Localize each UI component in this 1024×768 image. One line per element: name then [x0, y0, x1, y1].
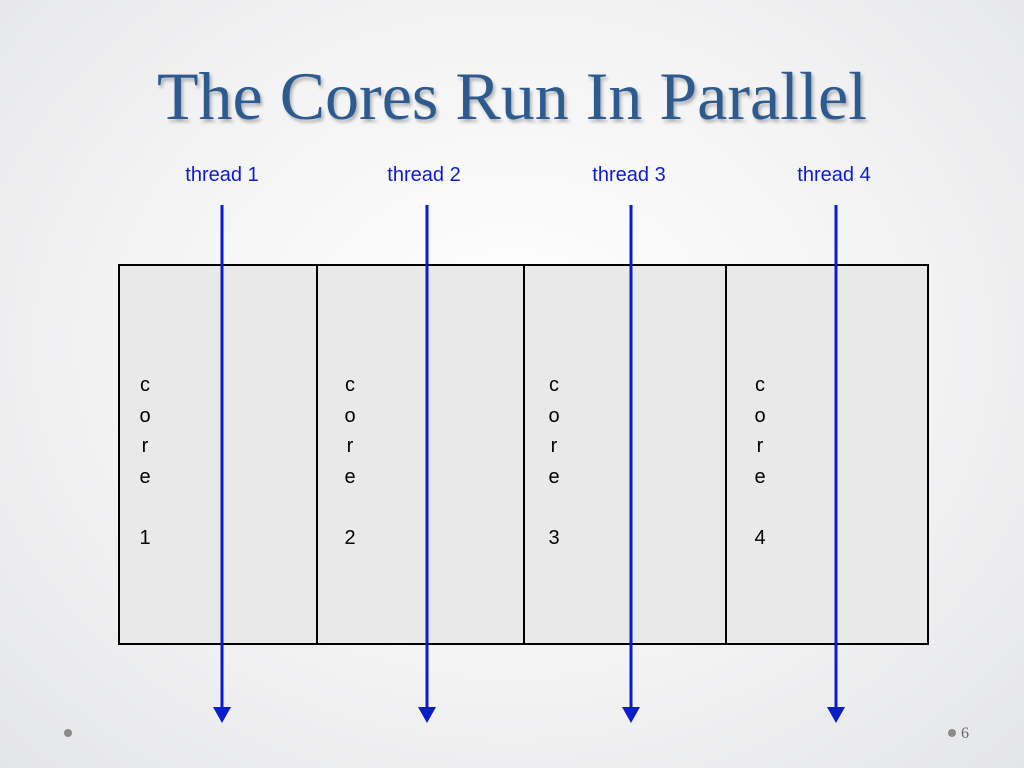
thread-arrowhead-2 — [418, 707, 436, 723]
core-letter: e — [754, 465, 766, 488]
thread-arrowhead-4 — [827, 707, 845, 723]
core-letter: o — [548, 404, 560, 427]
core-letter: r — [141, 435, 149, 457]
core-letter: o — [754, 404, 766, 427]
thread-label-1: thread 1 — [185, 164, 259, 186]
core-number: 2 — [344, 527, 356, 549]
core-letter: c — [140, 374, 150, 396]
core-letter: c — [755, 374, 765, 396]
thread-arrowhead-1 — [213, 707, 231, 723]
core-box-4 — [725, 264, 929, 645]
core-letter: c — [345, 374, 355, 396]
thread-label-3: thread 3 — [592, 164, 666, 186]
core-number: 1 — [139, 527, 151, 549]
footer-dot-right — [948, 729, 956, 737]
core-label-3: c o r e 3 — [544, 370, 564, 554]
core-letter: r — [550, 435, 558, 457]
thread-label-2: thread 2 — [387, 164, 461, 186]
core-number: 4 — [754, 527, 766, 549]
core-letter: r — [756, 435, 764, 457]
core-label-4: c o r e 4 — [750, 370, 770, 554]
core-number: 3 — [548, 527, 560, 549]
slide-title: The Cores Run In Parallel — [156, 58, 868, 134]
core-letter: c — [549, 374, 559, 396]
core-letter: o — [139, 404, 151, 427]
core-box-3 — [523, 264, 727, 645]
core-label-1: c o r e 1 — [135, 370, 155, 554]
core-letter: e — [548, 465, 560, 488]
thread-label-4: thread 4 — [797, 164, 871, 186]
core-letter: e — [139, 465, 151, 488]
core-box-1 — [118, 264, 318, 645]
page-number: 6 — [961, 725, 969, 742]
core-label-2: c o r e 2 — [340, 370, 360, 554]
thread-arrowhead-3 — [622, 707, 640, 723]
footer-dot-left — [64, 729, 72, 737]
core-letter: e — [344, 465, 356, 488]
core-letter: o — [344, 404, 356, 427]
core-box-2 — [316, 264, 525, 645]
core-letter: r — [346, 435, 354, 457]
